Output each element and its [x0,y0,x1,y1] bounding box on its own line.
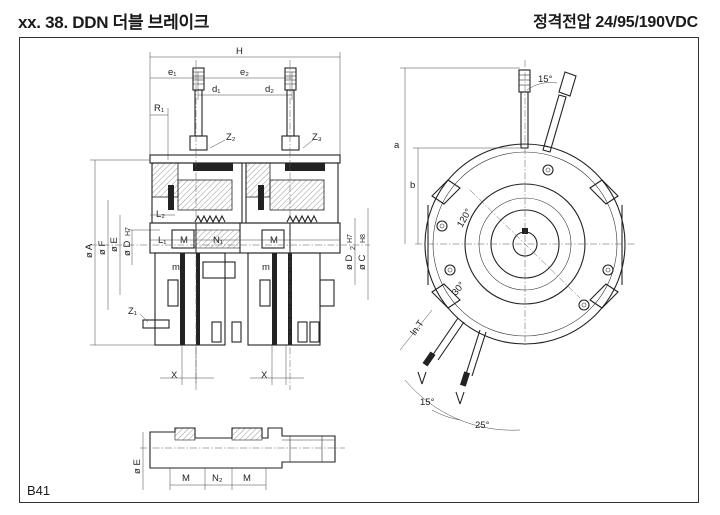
label-e2: e₂ [240,67,249,78]
label-H: H [236,46,243,57]
label-H8: H8 [360,234,367,243]
label-d1: d₁ [212,84,221,95]
label-D2-subscript: 2 [350,246,357,250]
label-X-left: X [171,370,178,381]
label-phiE: ø E [109,237,120,252]
label-N2: N₂ [212,473,223,484]
label-Z1: Z₁ [128,306,137,317]
label-angle-25: 25° [475,420,490,431]
voltage-rating: 정격전압 24/95/190VDC [533,14,698,31]
label-angle-120: 120° [455,207,474,230]
label-phiE-bottom: ø E [132,459,143,474]
label-L1: L₁ [158,235,167,246]
side-section-view: H e₁ e₂ d₁ d₂ R₁ Z₂ Z₃ Z₁ L₂ L₁ M N₁ M X… [84,46,370,390]
label-Z3: Z₃ [312,132,322,143]
label-m-right: m [262,262,270,273]
label-a: a [394,140,400,151]
label-phiD: ø D [122,241,133,256]
label-b: b [410,180,415,191]
label-d2: d₂ [265,84,274,95]
label-M-bottom-left: M [182,473,190,484]
label-R1: R₁ [154,103,164,114]
label-angle-15-top: 15° [538,74,553,85]
front-view: a b 15° 120° 30° ln.T 15° 25° [394,60,635,431]
label-M-left: M [180,235,188,246]
label-X-right: X [261,370,268,381]
label-e1: e₁ [168,67,177,78]
label-angle-15-bottom: 15° [420,397,435,408]
label-Z2: Z₂ [226,132,236,143]
label-lnT: ln.T [408,318,426,337]
page-title: xx. 38. DDN 더블 브레이크 [18,13,210,32]
label-angle-30: 30° [450,280,468,298]
label-H7-left: H7 [125,227,132,236]
hub-detail-view: ø E M N₂ M [132,427,345,490]
label-M-right: M [270,235,278,246]
label-M-bottom-right: M [243,473,251,484]
label-phiD2: ø D [344,255,355,270]
drawing-frame [19,37,699,503]
label-m-left: m [172,262,180,273]
label-N1: N₁ [213,235,223,246]
label-L2: L₂ [156,209,165,220]
label-H7-right: H7 [347,234,354,243]
label-phiC: ø C [357,255,368,270]
label-phiA: ø A [84,243,95,258]
page-code: B41 [27,483,51,498]
label-phiF: ø F [97,241,108,255]
